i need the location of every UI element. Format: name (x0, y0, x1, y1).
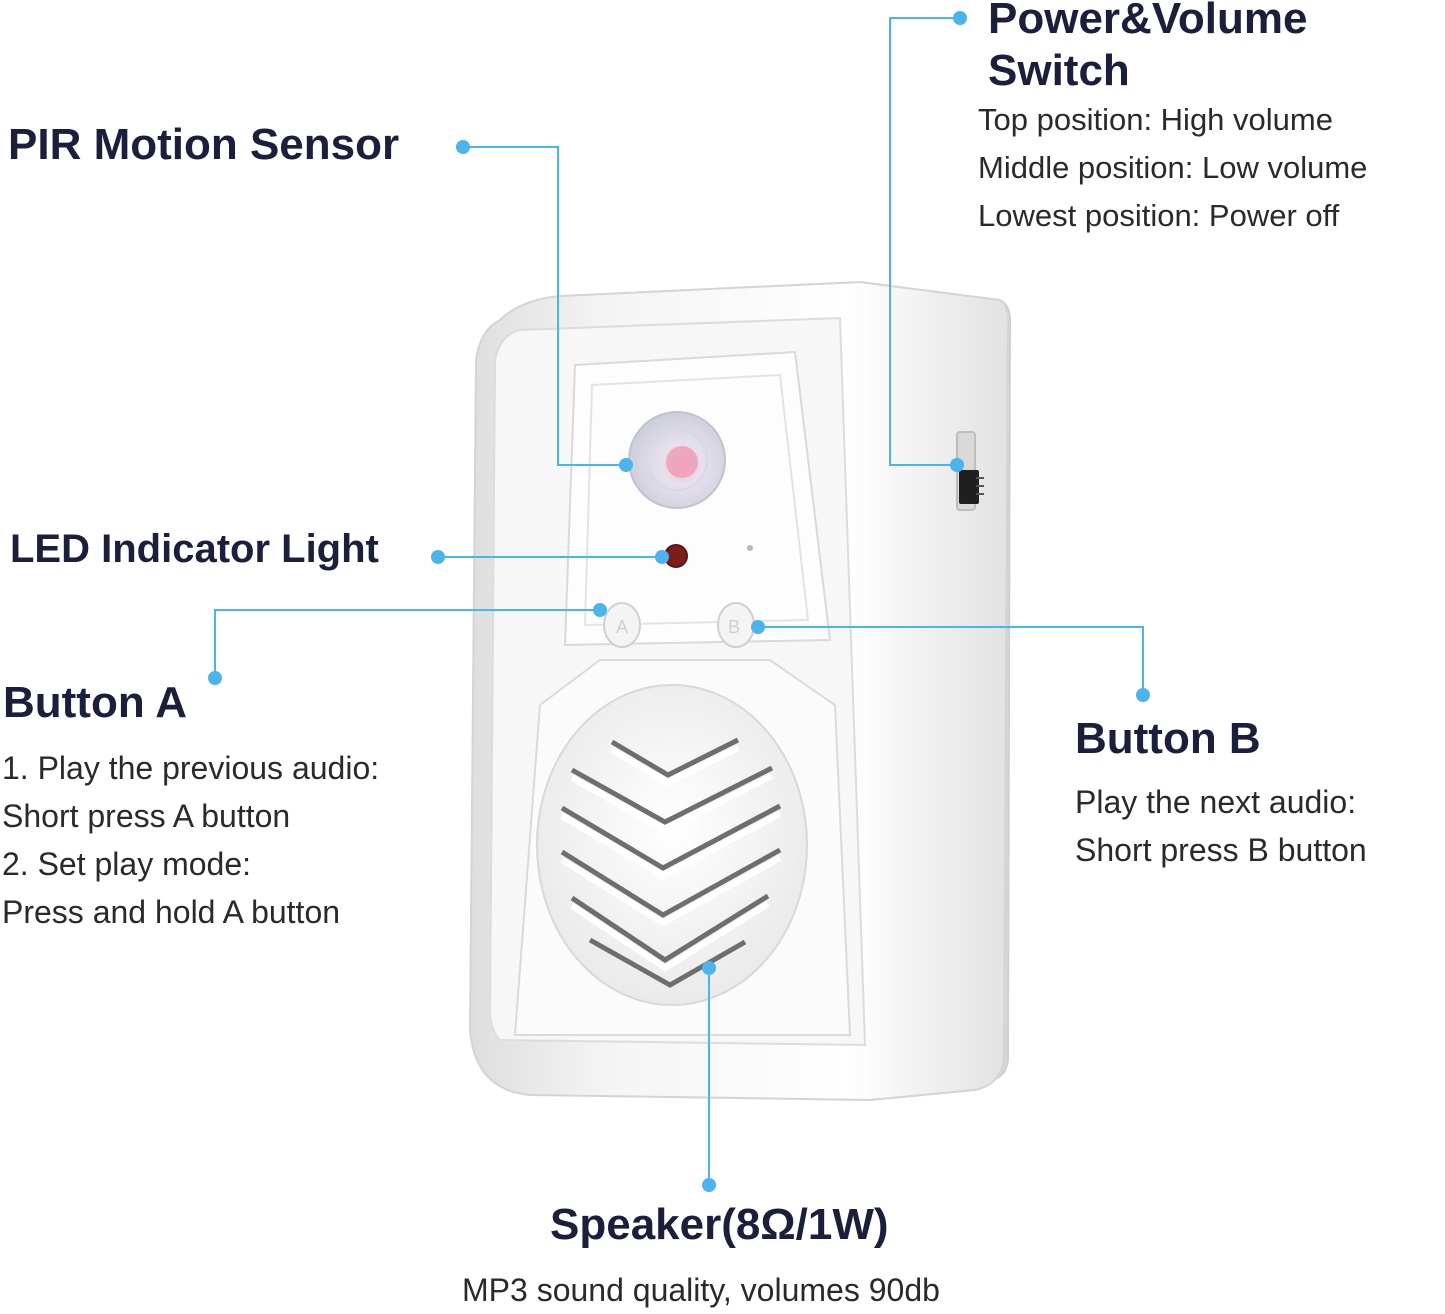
button-a-line: Press and hold A button (2, 894, 341, 930)
button-a-line: 2. Set play mode: (2, 846, 252, 882)
button-b-description: Play the next audio: Short press B butto… (1075, 778, 1367, 874)
speaker-title: Speaker(8Ω/1W) (550, 1200, 889, 1249)
pir-leader-dot-end (619, 458, 633, 472)
button-a-line: 1. Play the previous audio: (2, 750, 380, 786)
pir-leader-dot-start (456, 140, 470, 154)
button-a-leader-dot-start (208, 671, 222, 685)
button-b-mark: B (728, 617, 740, 637)
button-a-mark: A (616, 617, 628, 637)
power-leader (889, 17, 960, 466)
button-b-title: Button B (1075, 714, 1261, 763)
power-leader-dot-end (950, 458, 964, 472)
power-volume-title-line2: Switch (988, 46, 1130, 95)
speaker-leader-dot-end (702, 1178, 716, 1192)
speaker-description: MP3 sound quality, volumes 90db (462, 1272, 940, 1308)
button-a-leader (214, 609, 600, 678)
power-leader-dot-start (953, 11, 967, 25)
power-volume-description: Top position: High volume Middle positio… (978, 96, 1367, 240)
button-a-leader-dot-end (593, 603, 607, 617)
button-b-line: Play the next audio: (1075, 784, 1357, 820)
led-indicator-title: LED Indicator Light (10, 527, 379, 571)
button-a-description: 1. Play the previous audio: Short press … (2, 744, 379, 936)
button-a-shape (603, 602, 641, 648)
button-b-leader-dot-start (751, 620, 765, 634)
led-leader-dot-end (655, 550, 669, 564)
power-volume-line: Lowest position: Power off (978, 198, 1340, 233)
power-switch-knob (959, 470, 979, 504)
button-b-leader (758, 626, 1144, 695)
button-b-leader-dot-end (1136, 688, 1150, 702)
power-volume-title-line1: Power&Volume (988, 0, 1308, 43)
button-a-title: Button A (3, 678, 188, 727)
button-b-line: Short press B button (1075, 832, 1367, 868)
speaker-leader-dot-start (702, 961, 716, 975)
led-leader-dot-start (431, 550, 445, 564)
pir-leader (463, 146, 626, 466)
button-a-line: Short press A button (2, 798, 291, 834)
power-volume-line: Top position: High volume (978, 102, 1333, 137)
power-volume-line: Middle position: Low volume (978, 150, 1368, 185)
pir-sensor-title: PIR Motion Sensor (8, 120, 400, 169)
